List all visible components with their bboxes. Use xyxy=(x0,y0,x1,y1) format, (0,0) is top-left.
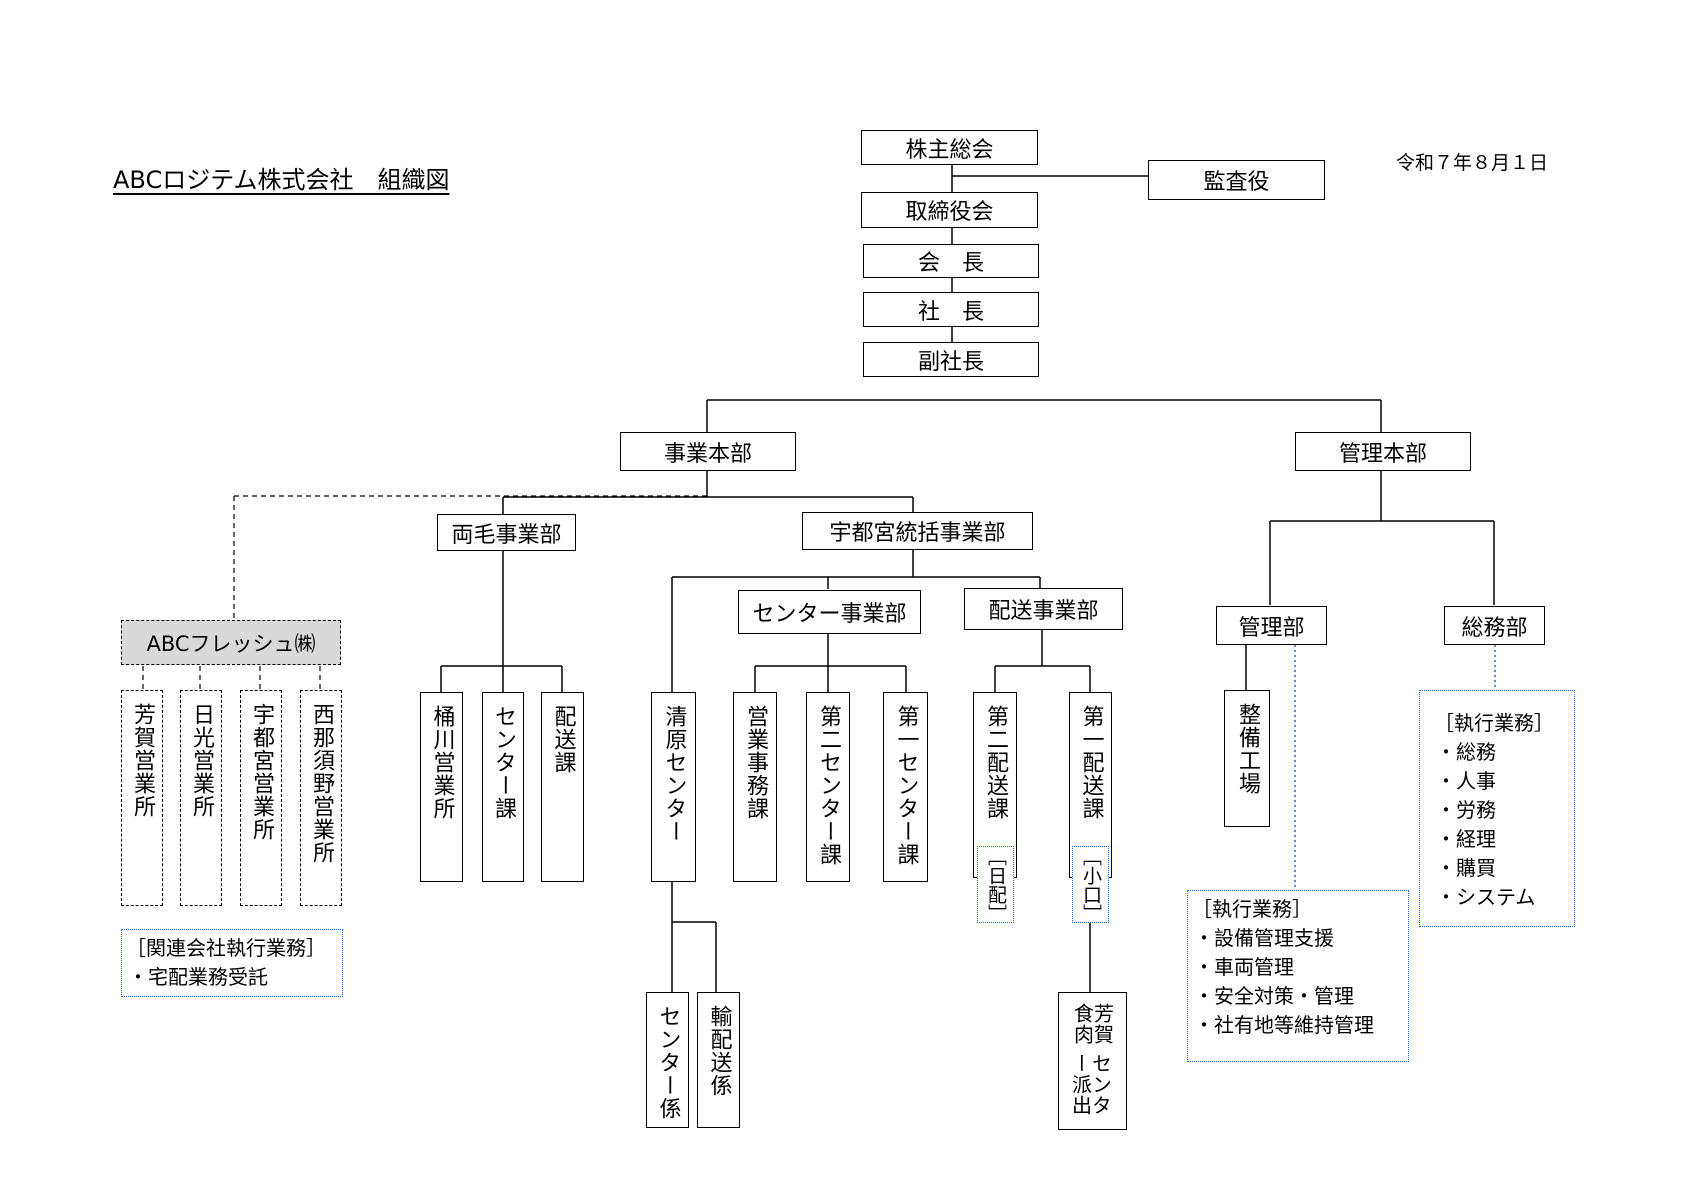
node-haga-office: 芳賀営業所 xyxy=(121,690,163,906)
node-haga-meat-dispatch: 芳賀食肉 センター派出 xyxy=(1058,992,1127,1130)
note-general-item: ・労務 xyxy=(1436,798,1496,822)
node-auditor: 監査役 xyxy=(1148,160,1325,200)
node-first-center-section: 第一センター課 xyxy=(883,692,928,882)
node-board: 取締役会 xyxy=(861,192,1038,228)
node-maintenance-factory: 整備工場 xyxy=(1224,690,1270,827)
tag-koguchi: ［小口］ xyxy=(1072,846,1109,923)
note-general-item: ・経理 xyxy=(1436,827,1496,851)
node-ryomo-division: 両毛事業部 xyxy=(437,514,576,551)
note-general-item: ・システム xyxy=(1436,885,1536,909)
node-admin-department: 管理部 xyxy=(1216,606,1327,645)
node-nishinasuno-office: 西那須野営業所 xyxy=(300,690,342,906)
node-center-division: センター事業部 xyxy=(738,590,921,634)
node-admin-hq: 管理本部 xyxy=(1295,432,1471,471)
node-chairman: 会 長 xyxy=(863,244,1039,278)
haga-meat-line2: センター派出 xyxy=(1068,1053,1113,1117)
note-general-heading: ［執行業務］ xyxy=(1434,711,1554,735)
note-general-item: ・人事 xyxy=(1436,769,1496,793)
note-general-duties: ［執行業務］ ・総務 ・人事 ・労務 ・経理 ・購買 ・システム xyxy=(1419,690,1575,927)
note-related-heading: ［関連会社執行業務］ xyxy=(126,936,326,960)
node-shareholders: 株主総会 xyxy=(861,130,1038,165)
node-utsunomiya-division: 宇都宮統括事業部 xyxy=(802,512,1033,550)
node-abc-fresh: ABCフレッシュ㈱ xyxy=(121,620,341,665)
node-transport-staff: 輸配送係 xyxy=(697,992,740,1128)
node-nikko-office: 日光営業所 xyxy=(180,690,222,906)
node-sales-office-section: 営業事務課 xyxy=(733,692,777,882)
note-related-item: ・宅配業務受託 xyxy=(128,965,268,989)
node-delivery-division: 配送事業部 xyxy=(964,588,1123,630)
note-admin-item: ・車両管理 xyxy=(1194,955,1294,979)
note-related-company: ［関連会社執行業務］ ・宅配業務受託 xyxy=(121,929,343,997)
node-business-hq: 事業本部 xyxy=(620,432,796,471)
node-vice-president: 副社長 xyxy=(863,342,1039,377)
node-second-center-section: 第二センター課 xyxy=(806,692,850,882)
note-admin-item: ・安全対策・管理 xyxy=(1194,984,1354,1008)
date-label: 令和７年８月１日 xyxy=(1396,152,1549,174)
node-okegawa-office: 桶川営業所 xyxy=(420,692,463,882)
note-admin-duties: ［執行業務］ ・設備管理支援 ・車両管理 ・安全対策・管理 ・社有地等維持管理 xyxy=(1187,890,1409,1062)
note-admin-heading: ［執行業務］ xyxy=(1192,897,1312,921)
page-title: ABCロジテム株式会社 組織図 xyxy=(113,166,450,194)
node-president: 社 長 xyxy=(863,292,1039,327)
node-utsunomiya-office: 宇都宮営業所 xyxy=(240,690,282,906)
node-general-affairs: 総務部 xyxy=(1444,606,1545,645)
tag-nippai: ［日配］ xyxy=(977,846,1014,923)
node-ryomo-center-section: センター課 xyxy=(482,692,524,882)
note-general-item: ・総務 xyxy=(1436,740,1496,764)
note-general-item: ・購買 xyxy=(1436,856,1496,880)
node-ryomo-delivery-section: 配送課 xyxy=(541,692,584,882)
node-kiyohara-center: 清原センター xyxy=(651,692,696,882)
haga-meat-line1: 芳賀食肉 xyxy=(1070,1003,1115,1045)
note-admin-item: ・設備管理支援 xyxy=(1194,926,1334,950)
node-center-staff: センター係 xyxy=(646,992,689,1128)
note-admin-item: ・社有地等維持管理 xyxy=(1194,1013,1374,1037)
